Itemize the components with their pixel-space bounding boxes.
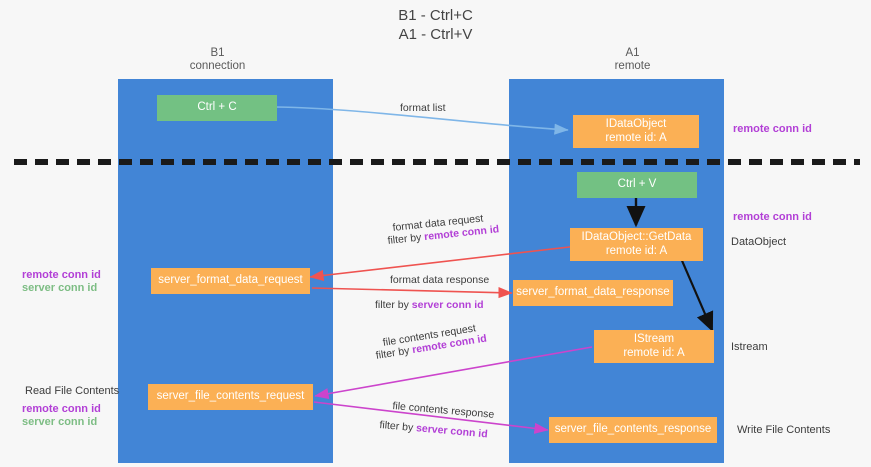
filter-prefix-1: filter by xyxy=(387,231,425,247)
filter-prefix-4: filter by xyxy=(378,419,417,435)
node-ctrl-v[interactable]: Ctrl + V xyxy=(577,172,697,198)
node-get-data[interactable]: IDataObject::GetData remote id: A xyxy=(570,228,703,261)
lane-header-a1-name: A1 xyxy=(625,47,640,59)
node-server-file-contents-response-label: server_file_contents_response xyxy=(554,423,712,436)
node-server-format-data-response[interactable]: server_format_data_response xyxy=(513,280,673,306)
title-line-2: A1 - Ctrl+V xyxy=(398,26,473,43)
annotation-left-server-conn-id-bottom: server conn id xyxy=(22,416,98,428)
annotation-remote-conn-id-top: remote conn id xyxy=(733,123,812,135)
node-server-file-contents-response[interactable]: server_file_contents_response xyxy=(549,417,717,443)
annotation-left-server-conn-id-mid: server conn id xyxy=(22,282,98,294)
node-istream[interactable]: IStream remote id: A xyxy=(594,330,714,363)
annotation-left-remote-conn-id-mid: remote conn id xyxy=(22,269,101,281)
filter-key-4: server conn id xyxy=(415,422,489,441)
node-ctrl-v-label: Ctrl + V xyxy=(617,178,657,191)
node-data-object-remote-line1: IDataObject xyxy=(605,118,667,130)
edge-label-format-data-response: format data response xyxy=(390,274,490,286)
node-istream-line1: IStream xyxy=(633,333,675,345)
annotation-write-file-contents: Write File Contents xyxy=(737,424,831,436)
node-get-data-line1: IDataObject::GetData xyxy=(581,231,692,243)
annotation-data-object: DataObject xyxy=(731,236,787,248)
node-istream-line2: remote id: A xyxy=(623,346,685,359)
filter-key-2: server conn id xyxy=(411,299,484,311)
annotation-remote-conn-id-mid: remote conn id xyxy=(733,211,812,223)
node-ctrl-c-label: Ctrl + C xyxy=(197,101,237,114)
node-server-file-contents-request[interactable]: server_file_contents_request xyxy=(148,384,313,410)
lane-header-b1: B1 connection xyxy=(150,47,285,73)
node-get-data-line2: remote id: A xyxy=(605,244,668,257)
filter-prefix-2: filter by xyxy=(375,299,412,311)
arrow-format-data-response xyxy=(311,287,513,299)
lane-header-a1: A1 remote xyxy=(565,47,700,73)
diagram-title: B1 - Ctrl+C A1 - Ctrl+V xyxy=(0,6,871,44)
lane-header-b1-role: connection xyxy=(189,60,246,72)
node-server-format-data-response-label: server_format_data_response xyxy=(516,286,670,299)
annotation-left-remote-conn-id-bottom: remote conn id xyxy=(22,403,101,415)
node-server-file-contents-request-label: server_file_contents_request xyxy=(156,390,305,403)
title-line-1: B1 - Ctrl+C xyxy=(398,7,473,24)
node-ctrl-c[interactable]: Ctrl + C xyxy=(157,95,277,121)
node-server-format-data-request[interactable]: server_format_data_request xyxy=(151,268,310,294)
edge-label-file-contents-response: file contents response xyxy=(391,400,495,421)
filter-prefix-3: filter by xyxy=(375,344,414,362)
lane-header-a1-role: remote xyxy=(614,60,651,72)
edge-label-file-contents-response-filter: filter by server conn id xyxy=(379,419,488,441)
edge-label-format-list: format list xyxy=(400,102,446,114)
node-server-format-data-request-label: server_format_data_request xyxy=(158,274,303,287)
lane-header-b1-name: B1 xyxy=(210,47,225,59)
edge-label-format-data-response-filter: filter by server conn id xyxy=(375,299,484,312)
annotation-read-file-contents: Read File Contents xyxy=(25,385,120,397)
node-data-object-remote[interactable]: IDataObject remote id: A xyxy=(573,115,699,148)
node-data-object-remote-line2: remote id: A xyxy=(605,131,667,144)
annotation-istream: Istream xyxy=(731,341,768,353)
